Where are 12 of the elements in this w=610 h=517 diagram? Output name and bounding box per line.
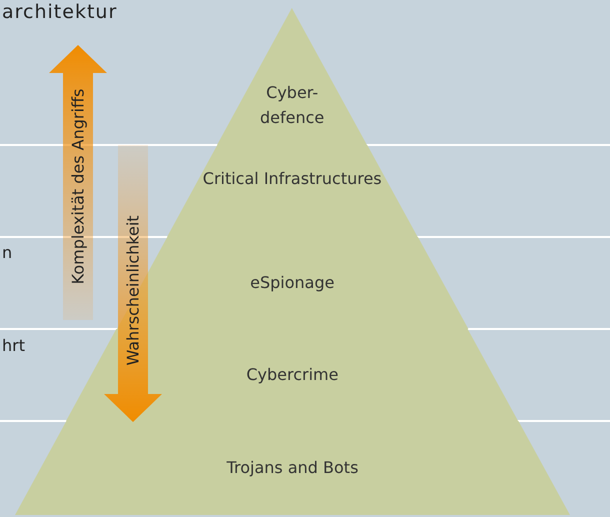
cropped-text: n <box>2 243 12 262</box>
cropped-text: hrt <box>2 336 25 355</box>
axis-label: Wahrscheinlichkeit <box>124 214 143 366</box>
tier-label: Cyber-defence <box>258 82 326 129</box>
pyramid-tier <box>166 145 418 237</box>
heading-text: architektur <box>2 1 118 23</box>
tier-label: Critical Infrastructures <box>202 168 383 190</box>
axis-label: Komplexität des Angriffs <box>68 88 88 284</box>
pyramid-apex-tier <box>217 8 368 145</box>
pyramid-tier <box>15 421 570 515</box>
tier-label: Cybercrime <box>245 364 340 386</box>
tier-label: Trojans and Bots <box>226 457 360 479</box>
